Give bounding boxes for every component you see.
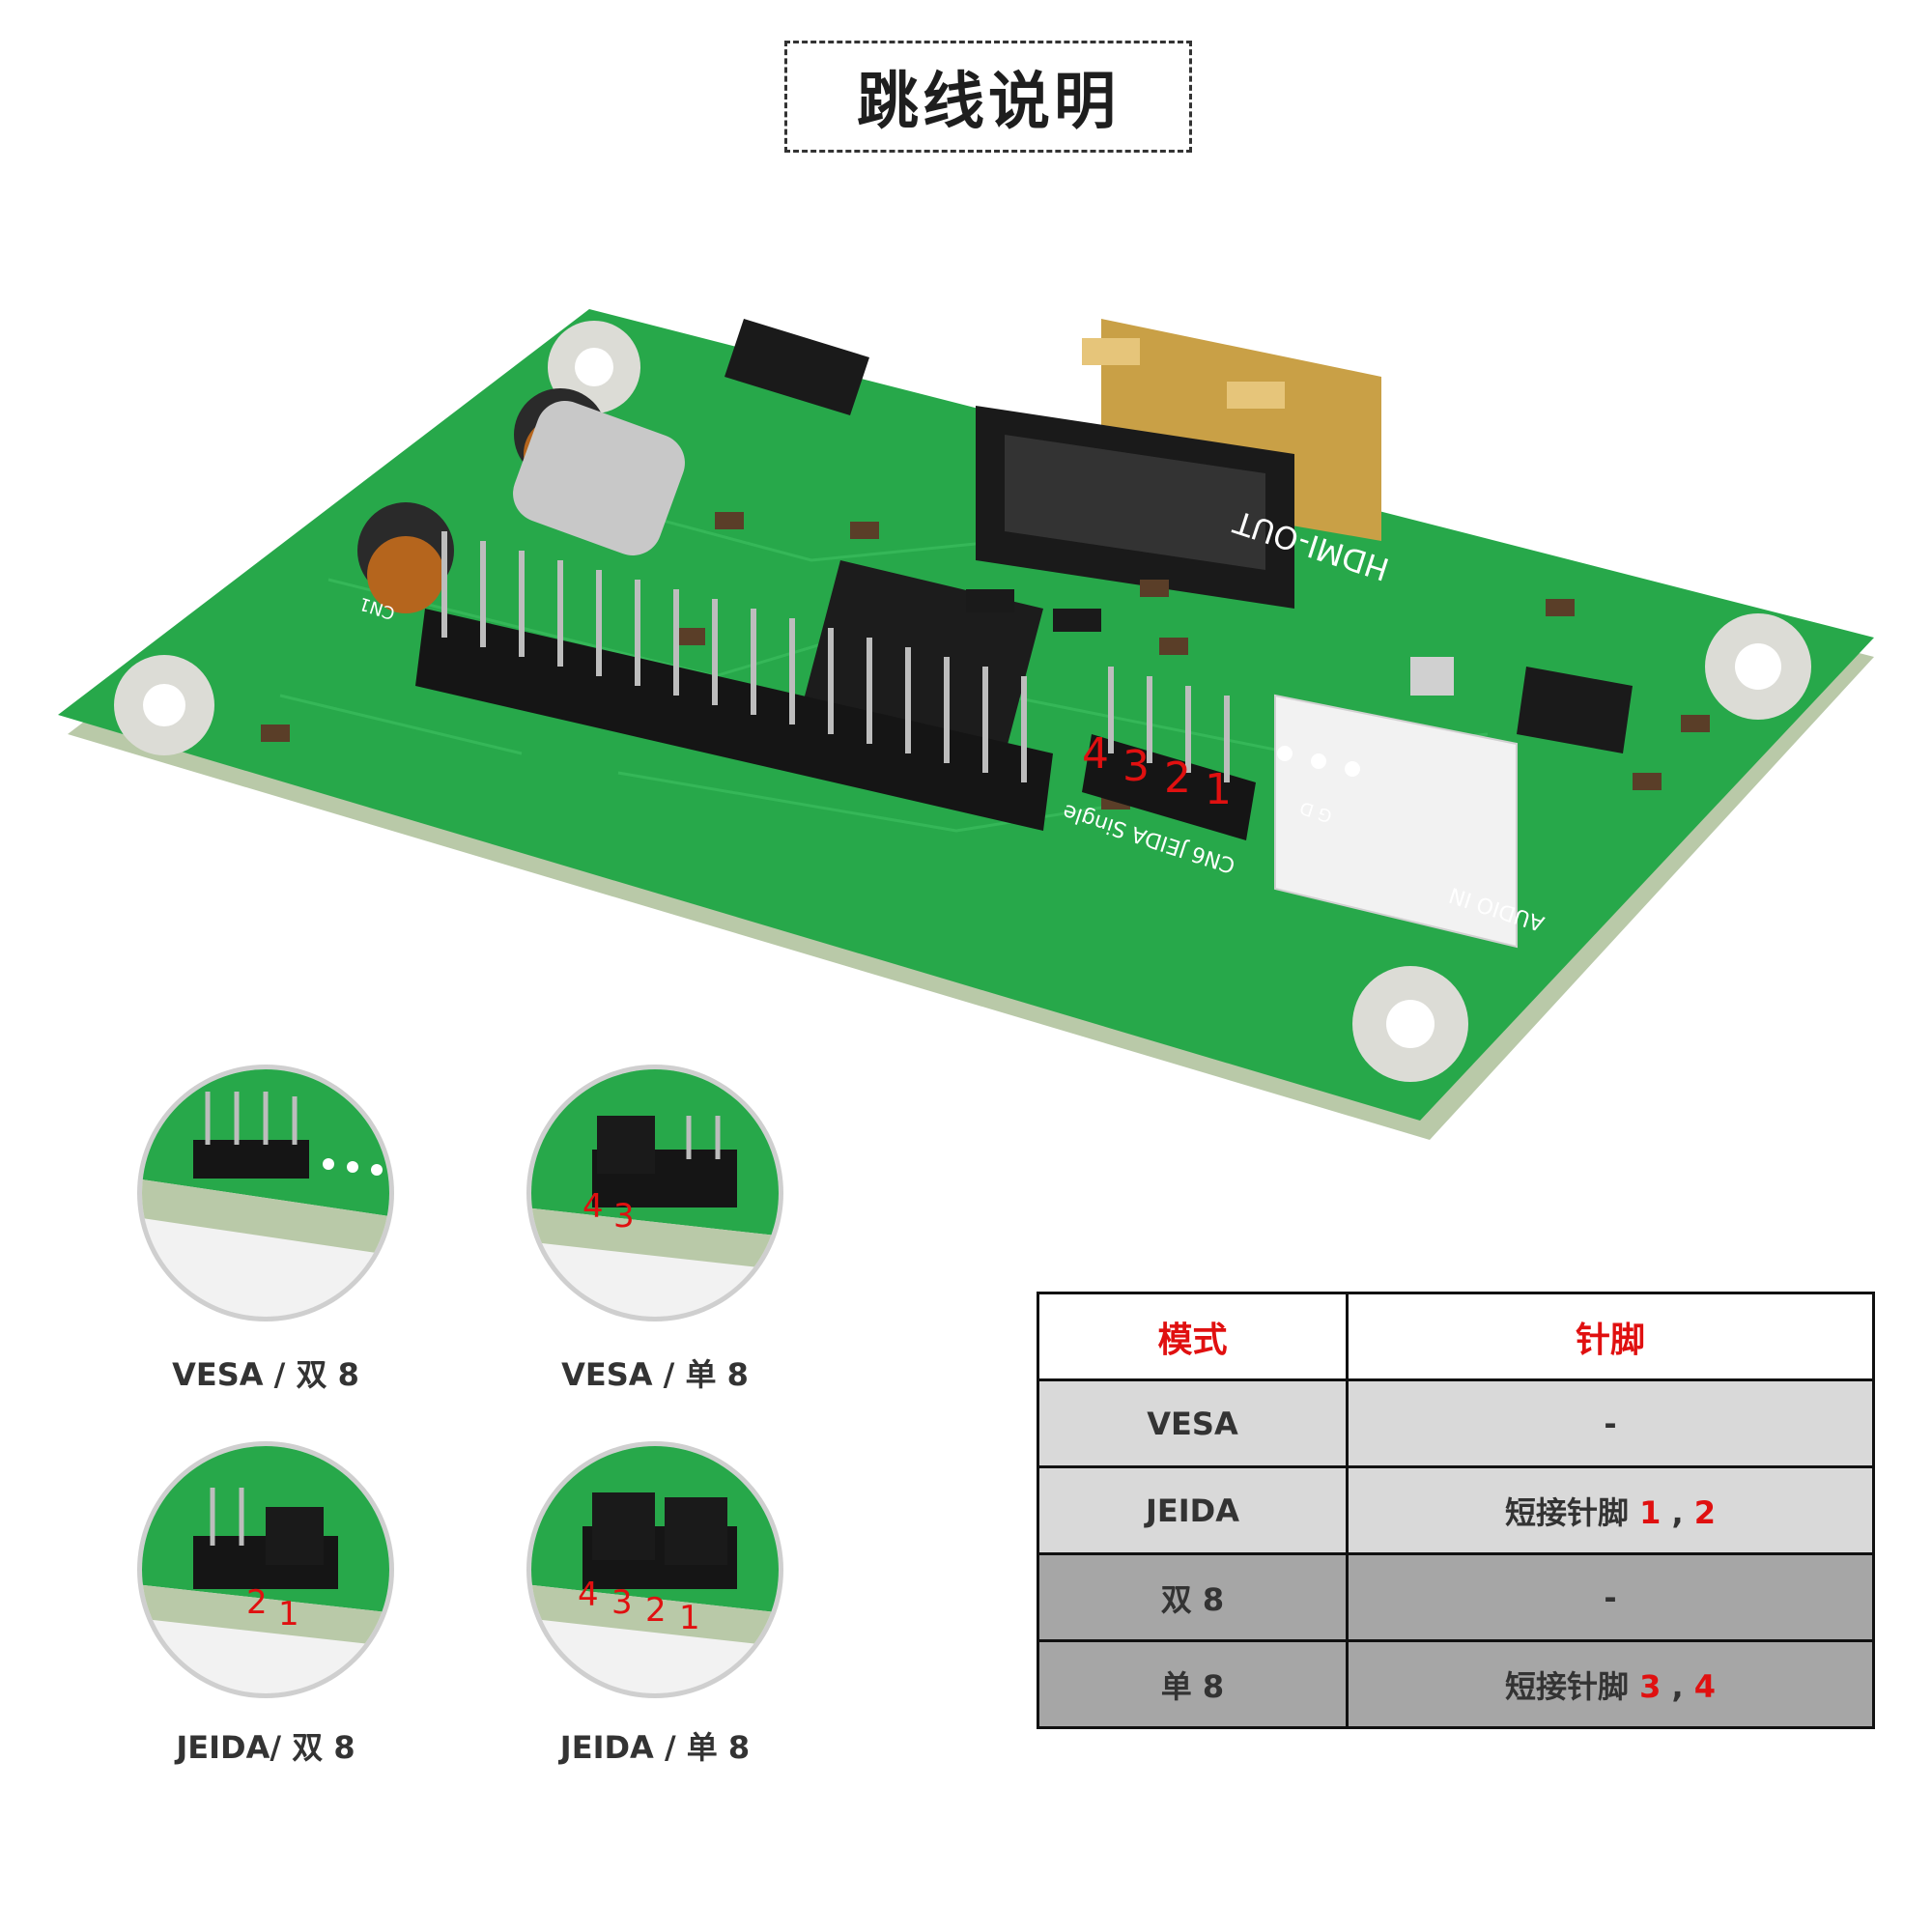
mount-hole-center <box>1735 643 1781 690</box>
table-cell-mode: 单 8 <box>1037 1639 1349 1729</box>
mount-hole-center <box>575 348 613 386</box>
table-row: JEIDA 短接针脚 1 , 2 <box>1037 1465 1875 1555</box>
pin-number-3: 3 <box>1122 742 1150 791</box>
mount-hole-center <box>143 684 185 726</box>
small-ic <box>966 589 1014 612</box>
small-ic <box>1053 609 1101 632</box>
pins-prefix: 短接针脚 <box>1504 1493 1640 1531</box>
table-cell-mode: 双 8 <box>1037 1552 1349 1642</box>
thumbnail-svg: 4 3 <box>526 1065 783 1321</box>
pin-number-4: 4 <box>1082 729 1109 779</box>
table-cell-mode: JEIDA <box>1037 1465 1349 1555</box>
table-cell-pins: 短接针脚 3 , 4 <box>1346 1639 1875 1729</box>
thumbnail-caption: JEIDA/ 双 8 <box>176 1729 355 1766</box>
thumbnail-svg <box>137 1065 394 1321</box>
title-box: 跳线说明 <box>784 41 1192 153</box>
inductor-coil <box>367 536 444 613</box>
table-cell-pins: 短接针脚 1 , 2 <box>1346 1465 1875 1555</box>
audio-ic <box>1517 667 1633 753</box>
thumbnail-jeida-single8: 4 3 2 1 <box>525 1439 785 1700</box>
pins-prefix: - <box>1604 1578 1617 1616</box>
thumbnail-caption: VESA / 单 8 <box>561 1356 749 1393</box>
pin-number-1: 1 <box>1205 765 1232 814</box>
table-header-pins: 针脚 <box>1346 1292 1875 1381</box>
crystal-oscillator <box>513 401 685 555</box>
jumper-mode-table: 模式 针脚 VESA - JEIDA 短接针脚 1 , 2 双 8 - 单 8 … <box>1037 1292 1875 1729</box>
table-header-row: 模式 针脚 <box>1037 1292 1875 1381</box>
table-row: 双 8 - <box>1037 1552 1875 1642</box>
thumbnail-caption: VESA / 双 8 <box>172 1356 359 1393</box>
pins-prefix: 短接针脚 <box>1504 1667 1640 1705</box>
thumbnail-pin-number: 3 <box>611 1583 633 1622</box>
pin-a: 1 <box>1639 1493 1662 1531</box>
jumper-header-cn6 <box>1082 667 1360 840</box>
thumbnail-pin-number: 4 <box>582 1187 604 1226</box>
table-cell-pins: - <box>1346 1378 1875 1468</box>
thumbnail-vesa-dual8 <box>135 1063 396 1323</box>
pin-separator: , <box>1661 1493 1694 1531</box>
thumbnail-pin-number: 2 <box>645 1591 667 1630</box>
pcb-board-image: HDMI-OUT AUDIO IN <box>39 290 1913 1159</box>
pin-b: 2 <box>1693 1493 1717 1531</box>
thumbnail-vesa-single8: 4 3 <box>525 1063 785 1323</box>
thumbnail-pin-number: 4 <box>578 1576 599 1614</box>
pcb-board-svg: HDMI-OUT AUDIO IN <box>58 309 1874 1140</box>
pins-prefix: - <box>1604 1405 1617 1442</box>
table-row: 单 8 短接针脚 3 , 4 <box>1037 1639 1875 1729</box>
audio-crystal <box>1410 657 1454 696</box>
thumbnail-pin-number: 1 <box>278 1595 299 1634</box>
thumbnail-jeida-dual8: 2 1 <box>135 1439 396 1700</box>
thumbnail-pin-number: 3 <box>613 1197 635 1236</box>
thumbnail-caption: JEIDA / 单 8 <box>559 1729 751 1766</box>
pin-number-2: 2 <box>1164 753 1191 803</box>
pin-b: 4 <box>1693 1667 1717 1705</box>
mount-hole-center <box>1386 1000 1435 1048</box>
thumbnail-svg: 2 1 <box>137 1441 394 1698</box>
hdmi-connector <box>976 319 1381 609</box>
voltage-regulator <box>724 319 869 415</box>
table-row: VESA - <box>1037 1378 1875 1468</box>
table-cell-mode: VESA <box>1037 1378 1349 1468</box>
pin-separator: , <box>1661 1667 1694 1705</box>
thumbnail-pin-number: 1 <box>679 1599 700 1637</box>
audio-connector <box>1274 694 1518 949</box>
pin-a: 3 <box>1639 1667 1662 1705</box>
page-title: 跳线说明 <box>857 67 1120 138</box>
thumbnail-svg: 4 3 2 1 <box>526 1441 783 1698</box>
table-cell-pins: - <box>1346 1552 1875 1642</box>
thumbnail-pin-number: 2 <box>246 1583 268 1622</box>
pin-header-cn1 <box>415 531 1053 831</box>
table-header-mode: 模式 <box>1037 1292 1349 1381</box>
